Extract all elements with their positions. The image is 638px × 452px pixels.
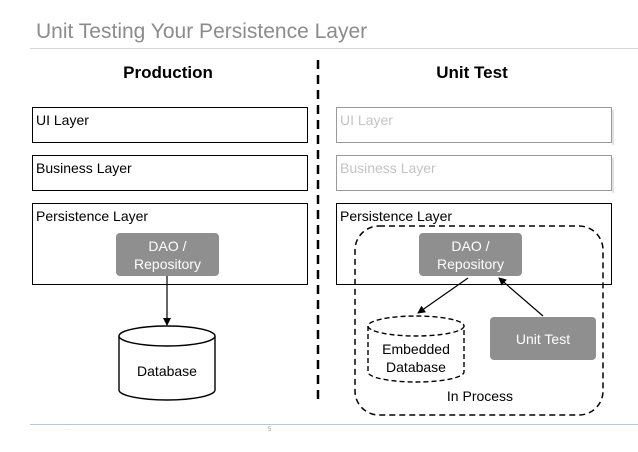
test-dao-line2: Repository [437, 255, 504, 272]
test-ui-layer: UI Layer [336, 107, 614, 145]
test-dao-line1: DAO / [451, 237, 490, 254]
footer-divider [30, 424, 638, 425]
dao-to-embedded-arrow [417, 277, 469, 314]
embedded-database-label: Embedded Database [368, 340, 464, 376]
production-heading: Production [123, 63, 213, 82]
database-cylinder [118, 325, 216, 401]
prod-business-layer: Business Layer [32, 155, 308, 191]
prod-database-label: Database [137, 363, 197, 379]
slide-title: Unit Testing Your Persistence Layer [36, 20, 368, 43]
in-process-boundary [354, 225, 604, 416]
embedded-line1: Embedded [382, 341, 450, 357]
in-process-label: In Process [446, 388, 514, 404]
title-divider [30, 48, 638, 49]
embedded-line2: Database [386, 359, 446, 375]
prod-ui-layer: UI Layer [32, 107, 308, 143]
unit-test-heading: Unit Test [436, 63, 508, 82]
prod-dao-line1: DAO / [148, 237, 187, 254]
embedded-database-cylinder [367, 315, 465, 383]
prod-dao-repository: DAO / Repository [116, 233, 219, 276]
unit-test-box: Unit Test [490, 317, 596, 360]
prod-dao-line2: Repository [134, 255, 201, 272]
page-number: 5 [268, 427, 272, 433]
test-business-layer: Business Layer [336, 155, 614, 193]
test-persistence-layer: Persistence Layer [336, 203, 612, 285]
footer-mark: ... [66, 426, 71, 432]
test-dao-repository: DAO / Repository [419, 233, 522, 276]
prod-persistence-layer: Persistence Layer [32, 203, 308, 285]
